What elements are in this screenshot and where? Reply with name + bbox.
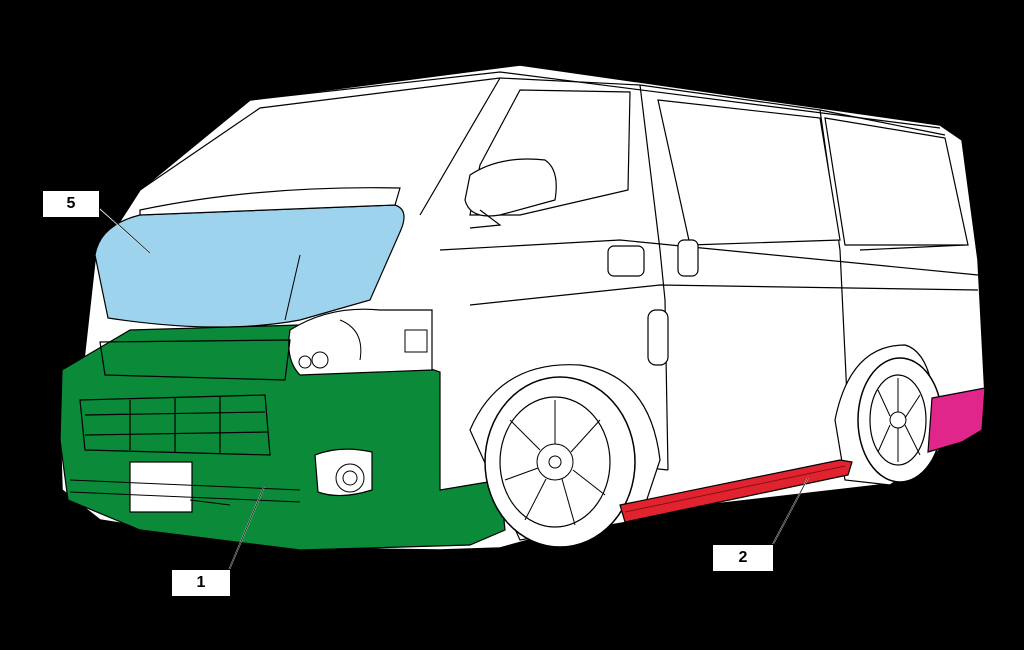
callout-5: 5	[42, 190, 100, 218]
license-plate	[129, 461, 193, 513]
door-handle-front	[607, 245, 645, 277]
rear-side-window	[824, 117, 969, 246]
lower-vents	[69, 479, 301, 506]
door-handle-slide	[677, 239, 699, 277]
part-2-side-skirt	[619, 459, 853, 523]
grille	[79, 339, 291, 456]
sliding-door-window	[657, 99, 841, 246]
leader-lines-inner	[99, 207, 809, 571]
callout-2: 2	[712, 544, 774, 572]
callout-1: 1	[171, 569, 231, 597]
part-5-hood	[94, 204, 405, 328]
rear-wheel	[834, 344, 943, 486]
side-marker	[647, 309, 669, 366]
fog-light	[314, 448, 373, 497]
side-mirror	[464, 158, 557, 217]
front-wheel	[469, 364, 661, 548]
part-rear-corner	[927, 387, 986, 453]
